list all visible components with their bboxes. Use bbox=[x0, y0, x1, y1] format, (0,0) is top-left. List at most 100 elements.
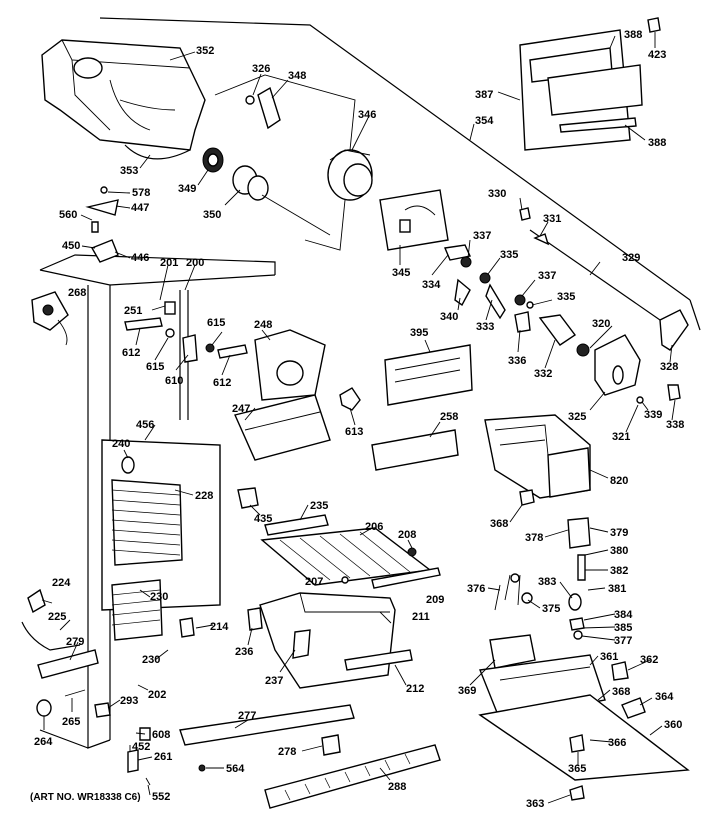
auger-coupler bbox=[202, 147, 224, 173]
part-label: 612 bbox=[213, 377, 231, 389]
defrost-components bbox=[21, 588, 195, 679]
evaporator-fan-shroud bbox=[234, 329, 361, 461]
part-label: 552 bbox=[152, 791, 170, 803]
part-label: 329 bbox=[622, 252, 640, 264]
part-label: 207 bbox=[305, 576, 323, 588]
motor-mount-plate bbox=[379, 189, 449, 251]
part-label: 368 bbox=[490, 518, 508, 530]
part-label: 395 bbox=[410, 327, 428, 339]
part-label: 209 bbox=[426, 594, 444, 606]
part-label: 331 bbox=[543, 213, 561, 225]
part-label: 224 bbox=[52, 577, 71, 589]
part-label: 336 bbox=[508, 355, 526, 367]
leader-lines bbox=[41, 32, 676, 804]
part-label: 353 bbox=[120, 165, 138, 177]
part-label: 237 bbox=[265, 675, 283, 687]
part-label: 345 bbox=[392, 267, 410, 279]
switch-fittings bbox=[85, 186, 119, 263]
part-label: 352 bbox=[196, 45, 214, 57]
lower-cabinet-parts bbox=[36, 689, 441, 809]
part-label: 349 bbox=[178, 183, 196, 195]
part-label: 560 bbox=[59, 209, 77, 221]
part-label: 564 bbox=[226, 763, 245, 775]
part-label: 225 bbox=[48, 611, 66, 623]
part-label: 235 bbox=[310, 500, 328, 512]
bucket-bail bbox=[124, 144, 191, 160]
part-label: 335 bbox=[500, 249, 518, 261]
part-label: 447 bbox=[131, 202, 149, 214]
icemaker bbox=[484, 414, 591, 499]
part-label: 350 bbox=[203, 209, 221, 221]
part-label: 369 bbox=[458, 685, 476, 697]
part-label: 332 bbox=[534, 368, 552, 380]
part-label: 382 bbox=[610, 565, 628, 577]
part-label: 338 bbox=[666, 419, 684, 431]
part-label: 364 bbox=[655, 691, 674, 703]
part-label: 277 bbox=[238, 710, 256, 722]
part-label: 211 bbox=[412, 611, 430, 623]
part-label: 247 bbox=[232, 403, 250, 415]
part-label: 265 bbox=[62, 716, 80, 728]
part-label: 615 bbox=[207, 317, 225, 329]
part-label: 328 bbox=[660, 361, 678, 373]
freezer-shelf bbox=[237, 487, 441, 589]
part-label: 339 bbox=[644, 409, 662, 421]
part-label: 377 bbox=[614, 635, 632, 647]
part-label: 268 bbox=[68, 287, 86, 299]
part-label: 388 bbox=[624, 29, 642, 41]
part-label: 379 bbox=[610, 527, 628, 539]
part-label: 230 bbox=[150, 591, 168, 603]
part-label: 320 bbox=[592, 318, 610, 330]
part-label: 201 bbox=[160, 257, 178, 269]
part-label: 365 bbox=[568, 763, 586, 775]
part-label: 435 bbox=[254, 513, 272, 525]
ice-bucket bbox=[41, 39, 206, 151]
part-label: 261 bbox=[154, 751, 172, 763]
part-label: 228 bbox=[195, 490, 213, 502]
part-label: 610 bbox=[165, 375, 183, 387]
part-label: 362 bbox=[640, 654, 658, 666]
part-label: 334 bbox=[422, 279, 441, 291]
dispenser-door bbox=[519, 17, 661, 151]
part-label: 240 bbox=[112, 438, 130, 450]
freezer-fittings bbox=[124, 301, 248, 363]
part-label: 608 bbox=[152, 729, 170, 741]
part-label: 212 bbox=[406, 683, 424, 695]
part-label: 264 bbox=[34, 736, 53, 748]
part-label: 388 bbox=[648, 137, 666, 149]
part-label: 385 bbox=[614, 622, 632, 634]
freezer-liner-outline bbox=[99, 17, 701, 331]
part-label: 360 bbox=[664, 719, 682, 731]
part-label: 202 bbox=[148, 689, 166, 701]
part-label: 446 bbox=[131, 252, 149, 264]
part-label: 200 bbox=[186, 257, 204, 269]
part-label: 378 bbox=[525, 532, 543, 544]
part-label: 278 bbox=[278, 746, 296, 758]
light-socket bbox=[31, 291, 69, 346]
part-labels: 352 326 348 346 349 350 353 578 447 560 … bbox=[34, 29, 684, 810]
part-label: 330 bbox=[488, 188, 506, 200]
part-label: 361 bbox=[600, 651, 618, 663]
part-label: 230 bbox=[142, 654, 160, 666]
part-label: 214 bbox=[210, 621, 229, 633]
part-label: 375 bbox=[542, 603, 560, 615]
evaporator-panel bbox=[101, 439, 221, 641]
dispenser-bracket bbox=[214, 74, 356, 251]
ice-storage-pan bbox=[247, 592, 413, 689]
part-label: 383 bbox=[538, 576, 556, 588]
part-label: 208 bbox=[398, 529, 416, 541]
part-label: 340 bbox=[440, 311, 458, 323]
part-label: 335 bbox=[557, 291, 575, 303]
part-label: 612 bbox=[122, 347, 140, 359]
part-label: 321 bbox=[612, 431, 630, 443]
part-label: 376 bbox=[467, 583, 485, 595]
part-label: 615 bbox=[146, 361, 164, 373]
part-label: 423 bbox=[648, 49, 666, 61]
dispenser-cradle bbox=[478, 634, 690, 801]
part-label: 258 bbox=[440, 411, 458, 423]
dispenser-actuator-parts bbox=[494, 489, 591, 640]
part-label: 325 bbox=[568, 411, 586, 423]
part-label: 368 bbox=[612, 686, 630, 698]
part-label: 354 bbox=[475, 115, 494, 127]
